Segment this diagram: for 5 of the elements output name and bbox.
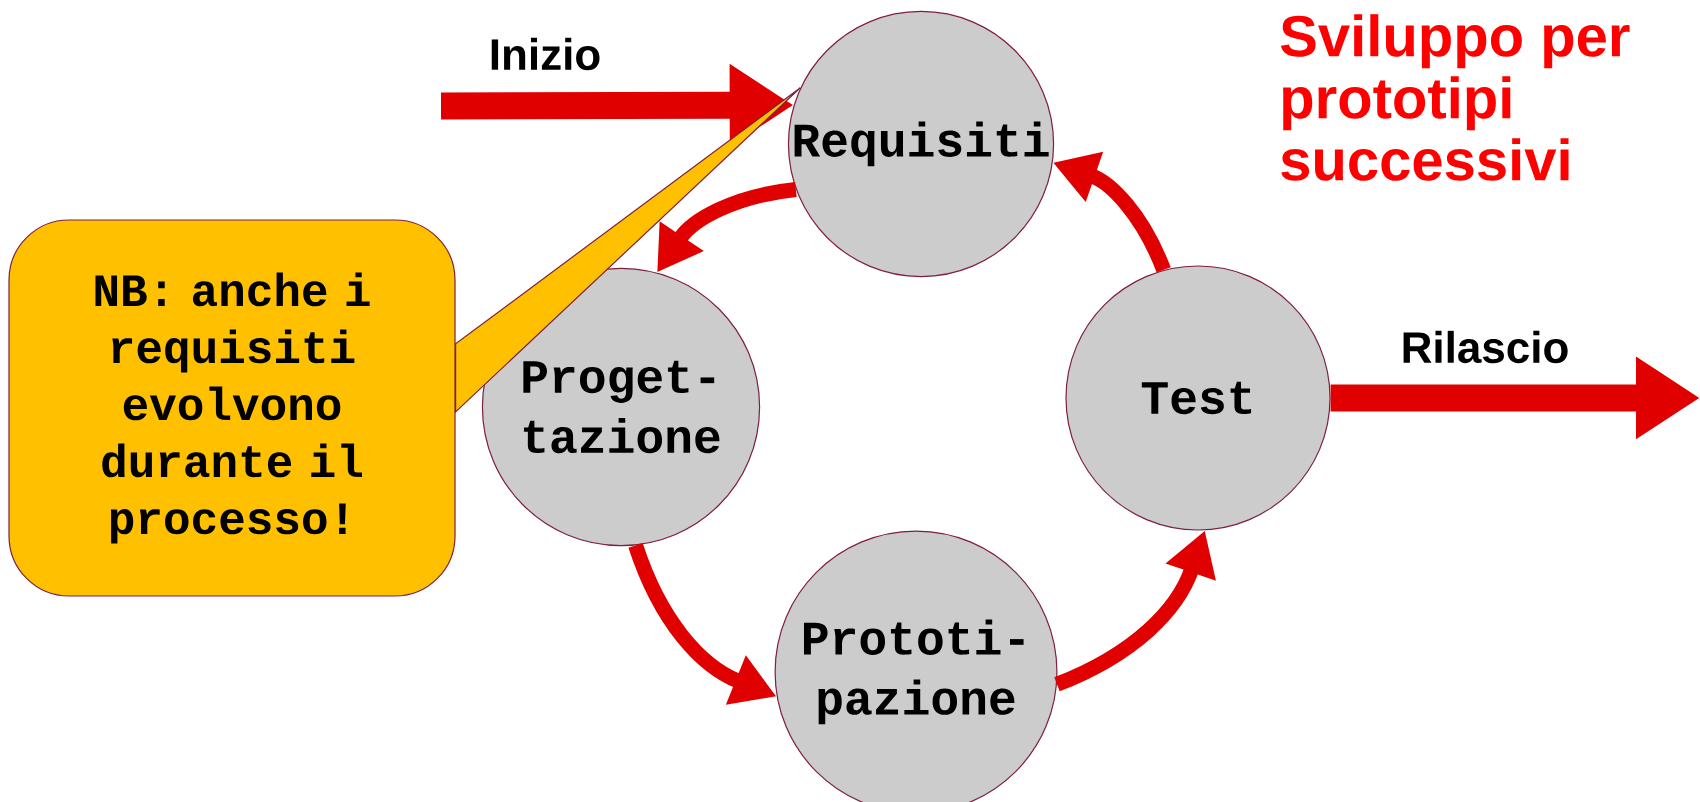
callout-box: NB: anche i requisiti evolvono durante il processo! (8, 219, 456, 597)
title: Sviluppo per prototipi successivi (1280, 14, 1630, 181)
callout-tail (455, 87, 801, 414)
edge-label: Rilascio (1403, 330, 1568, 364)
edge-label: Inizio (491, 37, 600, 71)
